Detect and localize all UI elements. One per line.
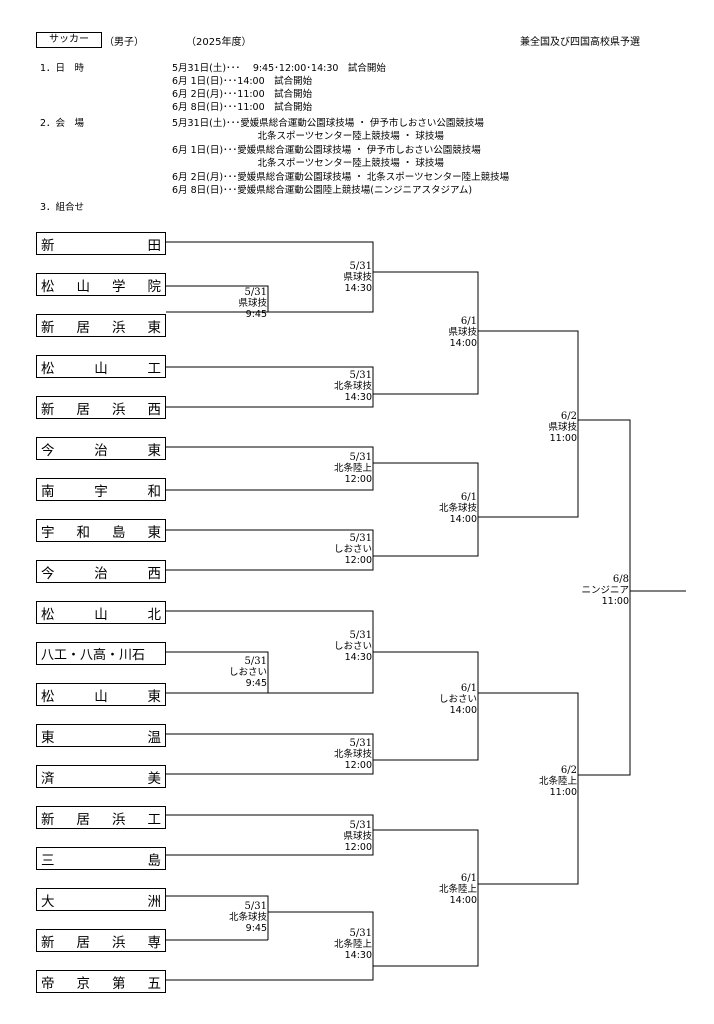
venue-line: 6月 8日(日)･･･愛媛県総合運動公園陸上競技場(ニンジニアスタジアム)	[172, 185, 473, 196]
venue-line: 6月 2日(月)･･･愛媛県総合運動公園球技場 ・ 北条スポーツセンター陸上競技…	[172, 172, 510, 183]
team-box: 今治西	[36, 560, 166, 583]
team-box: 八工・八高・川石	[36, 642, 166, 665]
team-box: 新田	[36, 232, 166, 255]
date-line: 6月 8日(日)･･･11:00 試合開始	[172, 102, 313, 113]
venue-line: 5月31日(土)･･･愛媛県総合運動公園球技場 ・ 伊予市しおさい公園競技場	[172, 118, 484, 129]
team-box: 帝京第五	[36, 970, 166, 993]
team-box: 東温	[36, 724, 166, 747]
team-box: 松山東	[36, 683, 166, 706]
team-box: 新居浜工	[36, 806, 166, 829]
team-box: 松山工	[36, 355, 166, 378]
venue-line: 6月 1日(日)･･･愛媛県総合運動公園球技場 ・ 伊予市しおさい公園競技場	[172, 145, 481, 156]
venue-heading: 2．会 場	[40, 118, 85, 129]
venue-line: 北条スポーツセンター陸上競技場 ・ 球技場	[172, 131, 444, 142]
date-line: 5月31日(土)･･･ 9:45･12:00･14:30 試合開始	[172, 63, 386, 74]
date-line: 6月 2日(月)･･･11:00 試合開始	[172, 89, 313, 100]
team-box: 大洲	[36, 888, 166, 911]
bracket-heading: 3．組合せ	[40, 202, 85, 213]
qualifier-note: 兼全国及び四国高校県予選	[520, 37, 640, 48]
gender-label: （男子）	[104, 37, 144, 48]
team-box: 三島	[36, 847, 166, 870]
team-box: 宇和島東	[36, 519, 166, 542]
team-box: 松山学院	[36, 273, 166, 296]
team-box: 新居浜西	[36, 396, 166, 419]
team-box: 済美	[36, 765, 166, 788]
team-box: 今治東	[36, 437, 166, 460]
venue-line: 北条スポーツセンター陸上競技場 ・ 球技場	[172, 158, 444, 169]
team-box: 松山北	[36, 601, 166, 624]
team-box: 新居浜専	[36, 929, 166, 952]
team-box: 新居浜東	[36, 314, 166, 337]
date-line: 6月 1日(日)･･･14:00 試合開始	[172, 76, 313, 87]
year-label: （2025年度）	[186, 37, 252, 48]
team-box: 南宇和	[36, 478, 166, 501]
date-heading: 1．日 時	[40, 63, 85, 74]
sport-title: サッカー	[36, 32, 102, 48]
